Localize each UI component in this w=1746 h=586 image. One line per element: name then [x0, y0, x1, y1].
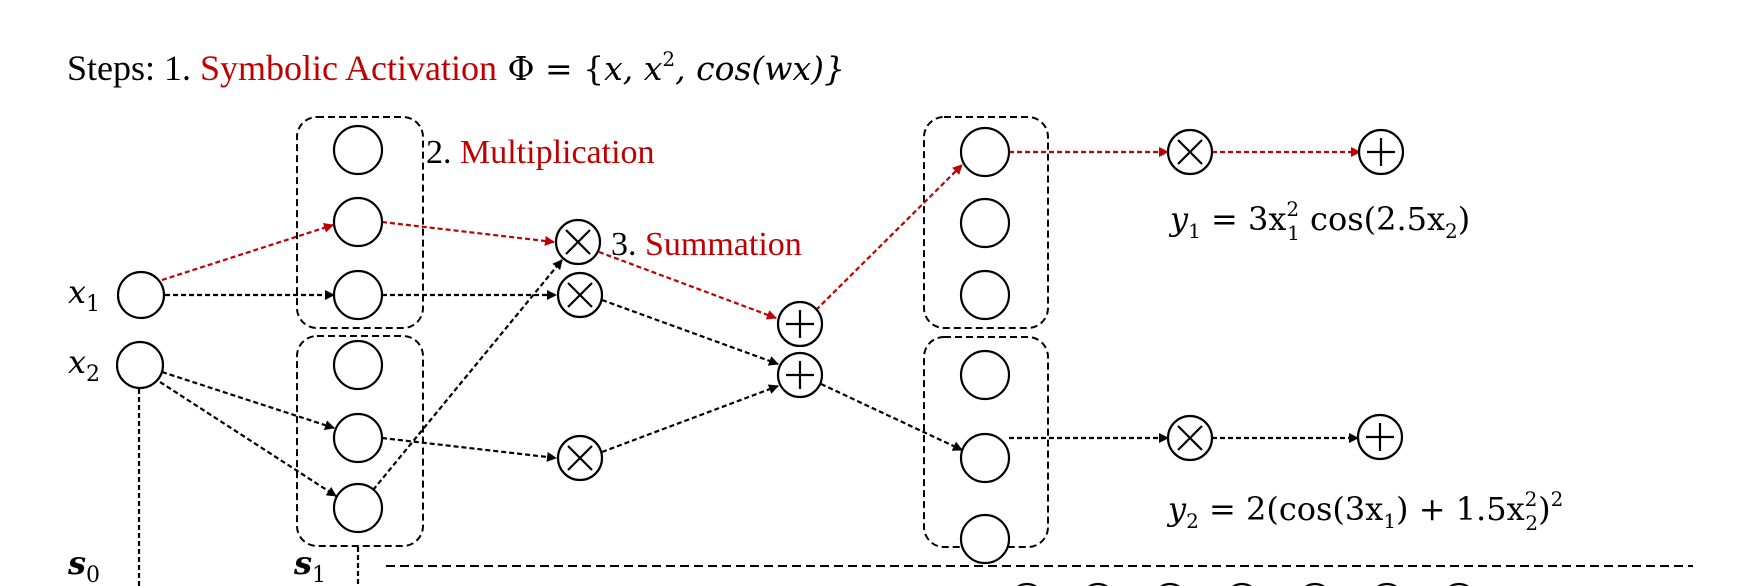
- diagram-title: Steps: 1. Symbolic Activation Φ = {x, x2…: [67, 47, 845, 88]
- edge-mult2-to-sum2: [601, 298, 779, 366]
- edge-mult3-to-sum2: [601, 384, 779, 454]
- title-phi: Φ = {: [497, 49, 604, 88]
- sum-node-out2: [1356, 413, 1404, 461]
- edge-sum2-to-act8: [820, 383, 963, 451]
- layer1-group2-box: [296, 335, 424, 547]
- step3-text: Summation: [645, 226, 802, 263]
- title-step1: Symbolic Activation: [200, 48, 497, 88]
- y2-outer-sup: 2: [1551, 487, 1564, 511]
- x2-label: x2: [68, 343, 100, 387]
- y1-var: y: [1168, 200, 1189, 238]
- s1-sub: 1: [312, 563, 326, 586]
- s1-label: s1: [293, 544, 326, 586]
- s0-var: s: [67, 544, 86, 582]
- y2-eq: = 2(cos(3x: [1199, 490, 1384, 528]
- multiply-icon: [565, 229, 591, 255]
- activation-node: [332, 482, 384, 534]
- activation-node: [332, 412, 384, 464]
- sum-node-2: [776, 351, 824, 399]
- x1-label: x1: [68, 273, 100, 317]
- y1-sub1: 1: [1287, 221, 1300, 245]
- x1-sub: 1: [86, 292, 100, 317]
- activation-node: [332, 339, 384, 391]
- sum-node-1: [776, 300, 824, 348]
- y2-sub1: 1: [1383, 509, 1396, 533]
- title-prefix: Steps: 1.: [67, 48, 200, 88]
- multiply-node-1: [554, 218, 602, 266]
- x2-sub: 2: [86, 362, 100, 387]
- x1-var: x: [68, 273, 86, 311]
- plus-icon: [1367, 138, 1395, 166]
- step2-text: Multiplication: [460, 134, 655, 171]
- multiply-node-out1: [1166, 128, 1214, 176]
- multiply-icon: [567, 282, 593, 308]
- edge-x1-to-act: [161, 222, 334, 282]
- layer1-group1-box: [296, 116, 424, 329]
- activation-node: [332, 269, 384, 321]
- edge-act6-to-mult1: [372, 259, 563, 491]
- activation-node: [959, 432, 1011, 484]
- multiply-icon: [567, 445, 593, 471]
- activation-node: [959, 269, 1011, 321]
- multiply-node-2: [556, 271, 604, 319]
- activation-node: [959, 349, 1011, 401]
- multiply-icon: [1177, 425, 1203, 451]
- plus-icon: [1366, 423, 1394, 451]
- activation-node: [332, 124, 384, 176]
- title-sup: 2: [662, 47, 675, 71]
- y1-eq: = 3x: [1201, 200, 1287, 238]
- s0-label: s0: [67, 544, 100, 586]
- title-set-tail: , cos(wx)}: [675, 49, 845, 88]
- edge-act-to-mult1: [381, 220, 555, 246]
- y2-mid: ) + 1.5x: [1396, 490, 1525, 528]
- next-panel-partial-nodes: [1017, 582, 1469, 586]
- layer2-group1-box: [923, 116, 1049, 329]
- y1-sub: 1: [1188, 219, 1201, 243]
- sum-node-out1: [1357, 128, 1405, 176]
- plus-icon: [786, 310, 814, 338]
- step3-number: 3.: [611, 226, 645, 263]
- step2-number: 2.: [426, 134, 460, 171]
- multiply-icon: [1177, 139, 1203, 165]
- activation-node: [959, 197, 1011, 249]
- input-node-x1: [116, 270, 166, 320]
- x2-var: x: [68, 343, 86, 381]
- y1-rest: cos(2.5x: [1300, 200, 1445, 238]
- edge-x2-to-act5: [161, 370, 335, 430]
- s0-sub: 0: [86, 563, 100, 586]
- activation-node: [959, 126, 1011, 178]
- edge-sum1-to-act2: [815, 164, 963, 311]
- step2-label: 2. Multiplication: [426, 134, 655, 171]
- y2-close: ): [1538, 490, 1550, 528]
- edge-x2-to-act6: [159, 381, 337, 497]
- multiply-node-3: [556, 434, 604, 482]
- y2-sup: 2: [1525, 487, 1538, 511]
- y2-sub: 2: [1186, 509, 1199, 533]
- y1-sup: 2: [1286, 197, 1299, 221]
- s1-var: s: [293, 544, 312, 582]
- input-node-x2: [115, 340, 165, 390]
- y1-sub2: 2: [1445, 219, 1458, 243]
- step3-label: 3. Summation: [611, 226, 802, 263]
- y2-sub2: 2: [1525, 511, 1538, 535]
- multiply-node-out2: [1166, 414, 1214, 462]
- y2-var: y: [1166, 490, 1187, 528]
- edge-act5-to-mult3: [381, 436, 557, 462]
- plus-icon: [786, 361, 814, 389]
- y1-close: ): [1458, 200, 1470, 238]
- title-set-items: x, x: [604, 49, 663, 88]
- activation-node: [959, 513, 1011, 565]
- activation-node: [332, 196, 384, 248]
- edges: [137, 147, 1693, 586]
